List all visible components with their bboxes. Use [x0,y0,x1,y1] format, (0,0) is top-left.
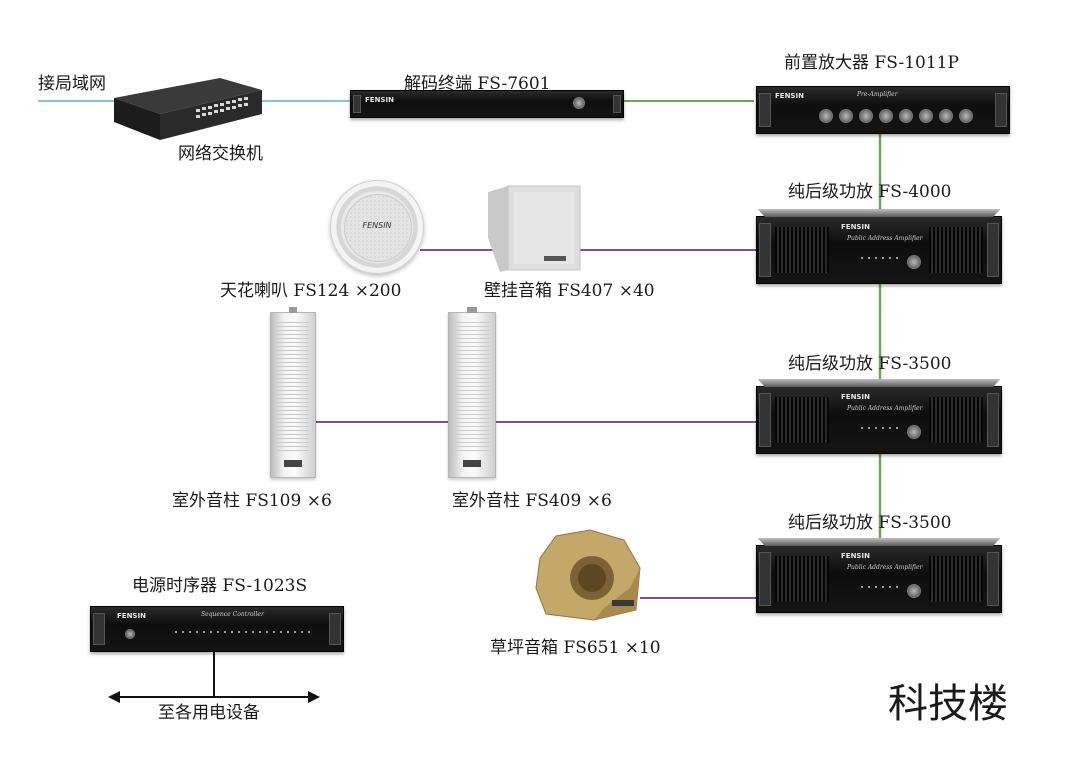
outdoor-column-speaker-fs409 [448,307,496,478]
wall-speaker-badge [544,256,566,261]
amp1-label: 纯后级功放 FS-4000 [788,182,952,202]
amp1-volume-knob [907,255,921,269]
amplifier-fs3500-b: FENSIN Public Address Amplifier [756,538,1002,613]
lawn-speaker-shade [594,568,640,620]
wall-speaker [488,185,581,272]
preamp-label: 前置放大器 FS-1011P [784,53,959,73]
amp3-vent-right [929,556,983,602]
amp1-ear-left [759,223,771,277]
power-arrow-left [108,691,120,703]
wall-speaker-side [488,186,508,272]
sequencer-panel-text: Sequence Controller [201,611,264,618]
preamp-knob-5 [899,109,913,123]
ceiling-speaker-grill [343,193,413,263]
building-title: 科技楼 [888,681,1008,727]
column1-cap [288,307,298,313]
amp3-ear-left [759,552,771,606]
power-sequencer: FENSIN Sequence Controller [90,606,344,652]
lawn-speaker-grill-inner [578,564,606,592]
amp2-leds [861,427,901,429]
amp1-vent-right [929,227,983,273]
amp3-vent-left [775,556,829,602]
preamp-knob-1 [819,109,833,123]
wall-speaker-grill [514,192,574,264]
switch-ports [196,97,248,118]
amp2-vent-left [775,397,829,443]
amp3-label: 纯后级功放 FS-3500 [788,513,952,533]
amp2-ear-right [987,393,999,447]
ceiling-speaker-label: 天花喇叭 FS124 ×200 [220,281,402,301]
amp2-panel-text: Public Address Amplifier [847,405,923,412]
column1-badge [284,460,302,467]
preamp-knob-4 [879,109,893,123]
switch-top-face [114,78,262,114]
sequencer-brand-logo: FENSIN [117,612,146,620]
lawn-speaker [535,529,641,621]
column-speaker-1-label: 室外音柱 FS109 ×6 [172,491,332,511]
switch-label: 网络交换机 [178,144,263,164]
column-speaker-2-label: 室外音柱 FS409 ×6 [452,491,612,511]
column2-cap [467,307,477,313]
amp3-brand-logo: FENSIN [841,552,870,560]
preamp-knob-8 [959,109,973,123]
preamp-knob-6 [919,109,933,123]
sequencer-ear-left [93,613,105,645]
preamp-brand-logo: FENSIN [775,92,804,100]
network-switch [114,78,262,140]
amp1-leds [861,257,901,259]
preamp-ear-right [995,93,1007,127]
amp2-volume-knob [907,425,921,439]
amp3-top-cover [757,538,1001,546]
amp2-label: 纯后级功放 FS-3500 [788,354,952,374]
outdoor-column-speaker-fs109 [270,307,316,478]
preamp-panel-text: Pre-Amplifier [857,91,898,98]
lawn-speaker-badge [612,600,634,606]
switch-front-face [114,98,160,140]
amp2-brand-logo: FENSIN [841,393,870,401]
decoder-label: 解码终端 FS-7601 [404,74,551,94]
amplifier-fs4000: FENSIN Public Address Amplifier [756,209,1002,284]
wall-speaker-label: 壁挂音箱 FS407 ×40 [484,281,655,301]
decoder-volume-knob [573,97,585,109]
pre-amplifier: FENSIN Pre-Amplifier [756,86,1010,134]
amp2-ear-left [759,393,771,447]
ceiling-speaker: FENSIN [330,180,424,274]
sequencer-leds [175,631,315,633]
ceiling-speaker-brand: FENSIN [362,221,392,231]
to-devices-label: 至各用电设备 [158,703,260,723]
decoder-brand-logo: FENSIN [365,96,394,104]
column2-badge [462,460,482,467]
sequencer-ear-right [329,613,341,645]
column1-slots [277,319,309,451]
sequencer-label: 电源时序器 FS-1023S [132,576,308,596]
decoder-ear-right [613,95,621,113]
amp1-brand-logo: FENSIN [841,223,870,231]
amp3-volume-knob [907,584,921,598]
power-arrow-right [308,691,320,703]
amp3-panel-text: Public Address Amplifier [847,564,923,571]
amp3-ear-right [987,552,999,606]
lan-label: 接局域网 [38,74,106,94]
preamp-knob-7 [939,109,953,123]
preamp-ear-left [759,93,771,127]
amp3-leds [861,586,901,588]
amp1-ear-right [987,223,999,277]
decoder-ear-left [353,95,361,113]
lawn-speaker-label: 草坪音箱 FS651 ×10 [490,638,661,658]
column2-slots [455,319,489,451]
sequencer-power-switch [125,629,135,639]
amp1-vent-left [775,227,829,273]
preamp-knob-2 [839,109,853,123]
amp2-vent-right [929,397,983,443]
amp1-top-cover [757,209,1001,217]
preamp-knob-3 [859,109,873,123]
amplifier-fs3500-a: FENSIN Public Address Amplifier [756,379,1002,454]
amp2-top-cover [757,379,1001,387]
decoder-terminal: FENSIN [350,90,624,118]
amp1-panel-text: Public Address Amplifier [847,235,923,242]
